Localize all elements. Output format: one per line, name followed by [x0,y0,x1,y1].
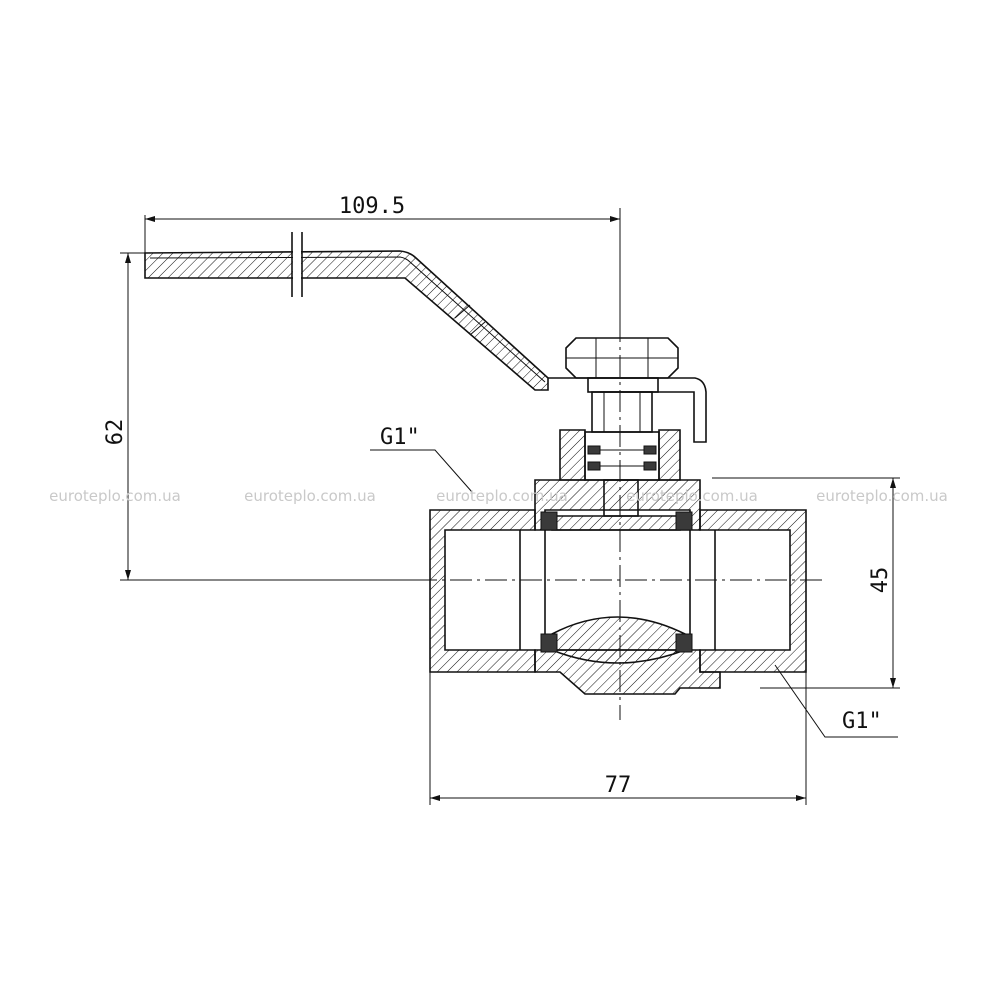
watermark-text: euroteplo.com.ua [626,487,758,505]
thread-callout-upper: G1" [370,425,473,493]
lever-handle [144,232,707,443]
dim-label-45: 45 [868,567,893,594]
thread-label-lower: G1" [842,709,882,734]
dim-label-62: 62 [103,419,128,446]
watermark-row: euroteplo.com.ua euroteplo.com.ua eurote… [49,487,948,505]
dimension-handle-length: 109.5 [144,194,621,340]
watermark-text: euroteplo.com.ua [49,487,181,505]
watermark-text: euroteplo.com.ua [816,487,948,505]
thread-callout-lower: G1" [774,664,898,738]
dimension-body-height: 45 [868,478,896,688]
thread-label-upper: G1" [380,425,420,450]
dim-label-77: 77 [605,773,632,798]
watermark-text: euroteplo.com.ua [436,487,568,505]
stem-assembly [559,337,681,517]
dim-label-109-5: 109.5 [339,194,405,219]
watermark-text: euroteplo.com.ua [244,487,376,505]
dimension-body-length: 77 [429,672,807,805]
dimension-height-to-axis: 62 [103,252,430,581]
valve-body [429,477,900,695]
